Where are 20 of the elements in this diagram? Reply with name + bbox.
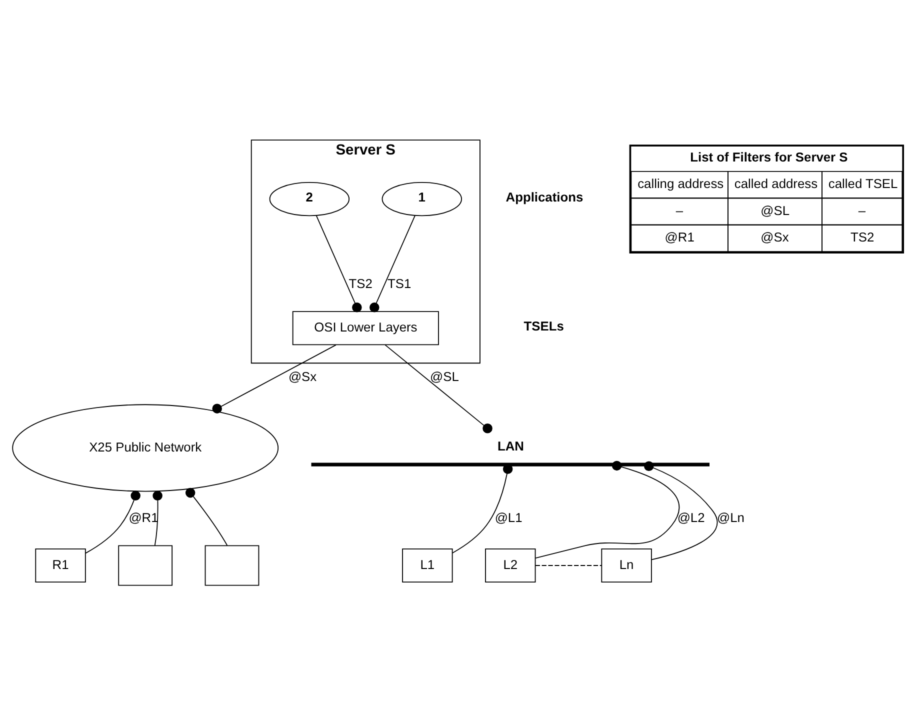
node-text: LAN [497, 438, 524, 453]
edge-label: @Ln [717, 509, 744, 524]
label: List of Filters for Server S [690, 148, 848, 164]
label: @R1 [664, 229, 694, 244]
edge-label: @L2 [677, 509, 705, 524]
label: Applications [506, 189, 584, 204]
edge-label: @L1 [494, 509, 522, 524]
label: @SL [760, 202, 790, 218]
edge-label: @SL [430, 368, 459, 384]
label: TS2 [850, 229, 874, 244]
label: TSELs [524, 318, 564, 334]
label: calling address [638, 176, 724, 191]
label: called TSEL [828, 176, 898, 191]
label: called address [734, 176, 818, 191]
label: – [676, 202, 684, 218]
edge-label: TS2 [348, 275, 372, 290]
edge-label: @Sx [288, 368, 317, 384]
label: @Sx [760, 229, 789, 244]
edge-label: TS1 [387, 275, 412, 290]
label: – [858, 202, 866, 218]
